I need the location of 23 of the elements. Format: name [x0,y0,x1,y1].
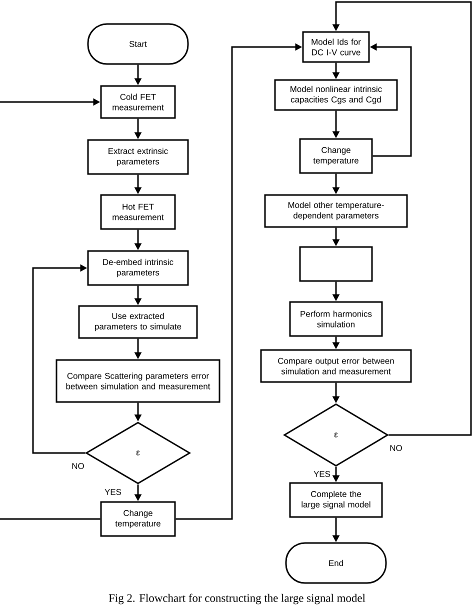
process-box: Extract extrinsic parameters [87,139,189,175]
terminal-box: Start [87,23,189,65]
process-box: Change temperature [100,501,176,537]
process-box: Use extracted parameters to simulate [78,305,198,339]
process-box: Model other temperature-dependent parameters [264,194,408,228]
process-box: Change temperature [299,138,373,174]
process-box: Compare Scattering parameters error between simulation and measurement [56,359,220,403]
arrow [0,98,100,520]
process-box: Model Ids for DC I-V curve [302,31,370,63]
process-box: Model nonlinear intrinsic capacities Cgs and Cgd [274,79,398,111]
process-box: Cold FET measurement [100,85,176,119]
edge-label: NO [388,444,404,452]
process-box [299,246,373,282]
process-box: Perform harmonics simulation [289,301,383,337]
edge-label: YES [104,488,122,496]
edge-label: YES [312,470,332,478]
process-box: Compare output error between simulation and measurement [260,349,412,383]
process-box: Complete the large signal model [289,482,383,518]
edge-label: NO [70,462,86,470]
process-box: Hot FET measurement [100,194,176,230]
process-box: De-embed intrinsic parameters [87,250,189,286]
terminal-box: End [285,542,387,584]
caption: Fig 2. Flowchart for constructing the large signal model [108,594,366,604]
